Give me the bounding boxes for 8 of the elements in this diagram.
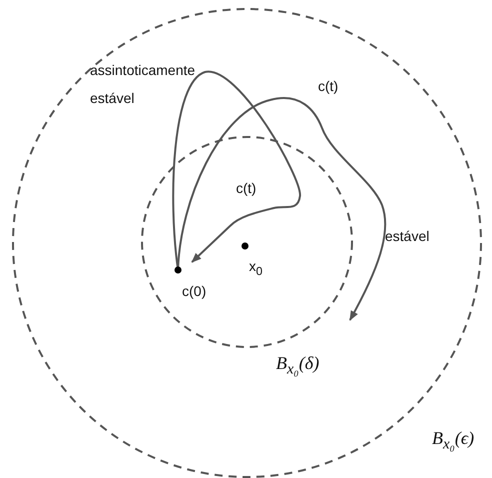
curve-label: c(t): [318, 78, 338, 94]
point-label: c(0): [182, 283, 206, 299]
curve-label: assintoticamente estável: [90, 61, 196, 108]
math-label: B$_{x₀}$(δ): [276, 355, 320, 378]
point-label: x$_{0}$: [249, 258, 262, 280]
curve-label: c(t): [236, 180, 256, 196]
curve-label: estável: [385, 228, 430, 244]
math-label: B$_{x₀}$(ϵ): [432, 430, 474, 453]
